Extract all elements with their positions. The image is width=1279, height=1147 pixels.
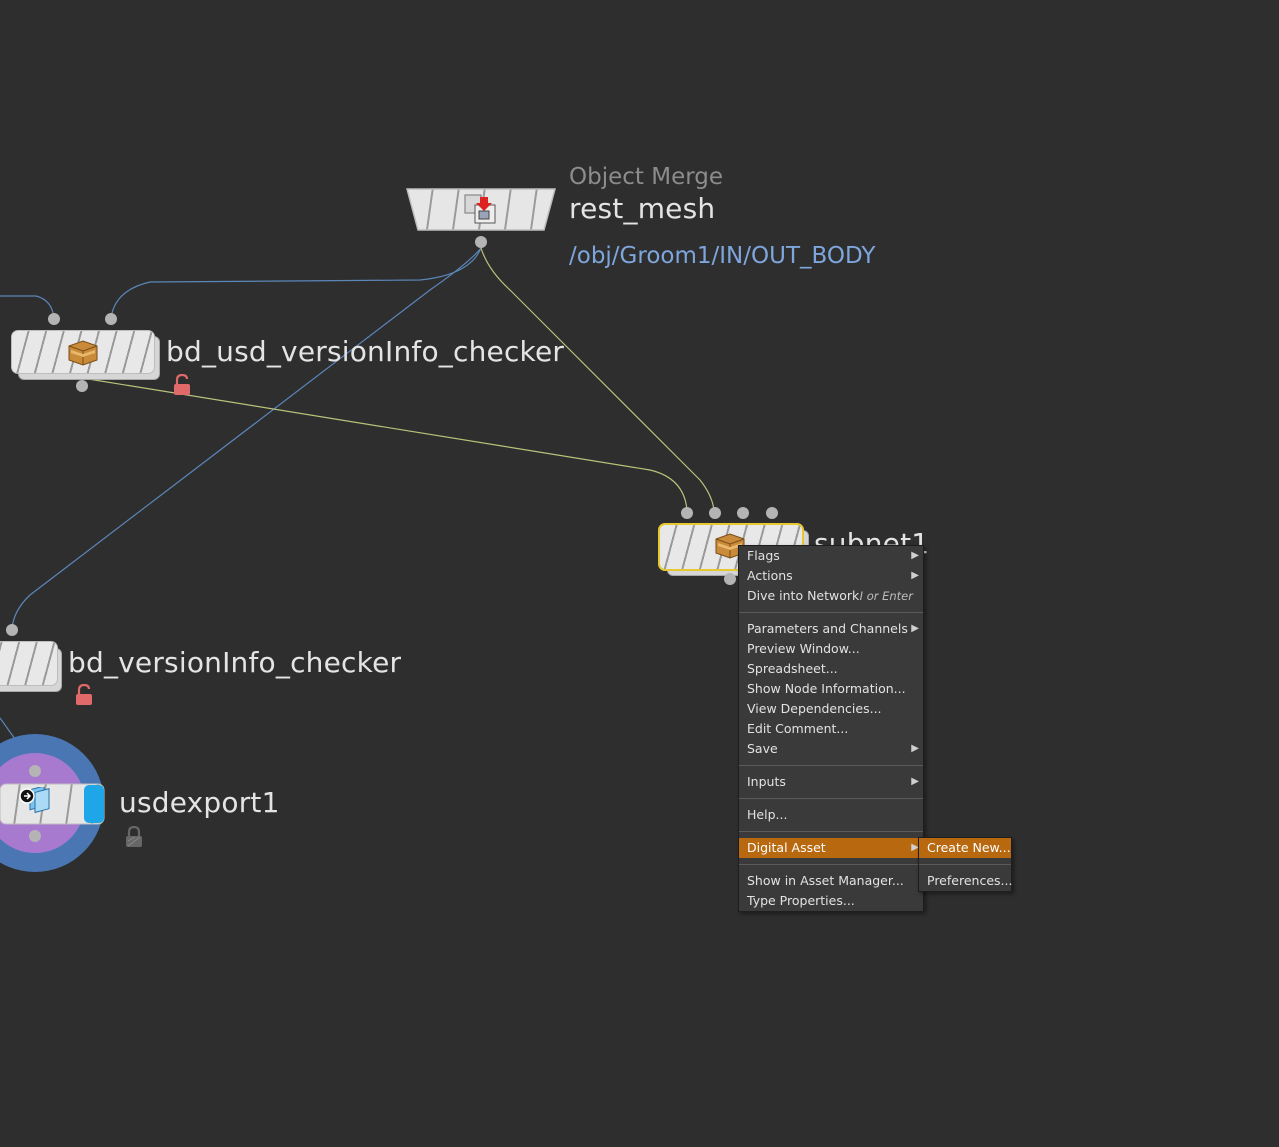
bd-usd-checker-name[interactable]: bd_usd_versionInfo_checker xyxy=(166,335,565,368)
object-merge-name[interactable]: rest_mesh xyxy=(569,192,716,225)
unlocked-icon[interactable] xyxy=(172,374,192,396)
bd-checker-name[interactable]: bd_versionInfo_checker xyxy=(68,646,402,679)
menu-separator xyxy=(919,864,1011,865)
usdexport-name[interactable]: usdexport1 xyxy=(119,786,280,819)
menu-item-label: Save xyxy=(747,741,778,756)
wire-bd-usd-checker-to-subnet xyxy=(81,377,688,511)
submenu-arrow-icon: ▶ xyxy=(911,743,919,754)
bd-checker-node-body[interactable] xyxy=(0,641,58,686)
menu-item-label: Create New... xyxy=(927,840,1011,855)
wire-object-merge-to-subnet xyxy=(480,247,715,511)
menu-item-label: Show in Asset Manager... xyxy=(747,873,904,888)
subnet-input-port-3[interactable] xyxy=(737,507,749,519)
bd-checker-input-port[interactable] xyxy=(6,624,18,636)
submenu-arrow-icon: ▶ xyxy=(911,776,919,787)
bd-usd-checker-output-port[interactable] xyxy=(76,380,88,392)
menu-item-label: Flags xyxy=(747,548,780,563)
menu-item-help[interactable]: Help... xyxy=(739,805,923,825)
menu-item-preferences[interactable]: Preferences... xyxy=(919,871,1013,891)
object-merge-path: /obj/Groom1/IN/OUT_BODY xyxy=(569,243,876,269)
menu-item-label: Type Properties... xyxy=(747,893,855,908)
menu-item-actions[interactable]: Actions ▶ xyxy=(739,566,923,586)
wire-offscreen-to-bd-usd-checker xyxy=(0,295,55,319)
menu-item-inputs[interactable]: Inputs ▶ xyxy=(739,772,923,792)
menu-item-label: Preview Window... xyxy=(747,641,860,656)
menu-item-label: Inputs xyxy=(747,774,786,789)
menu-item-label: View Dependencies... xyxy=(747,701,882,716)
subnet-input-port-2[interactable] xyxy=(709,507,721,519)
menu-item-shortcut: I or Enter xyxy=(859,589,913,603)
submenu-arrow-icon: ▶ xyxy=(911,842,919,853)
menu-separator xyxy=(739,765,923,766)
menu-item-type-properties[interactable]: Type Properties... xyxy=(739,891,923,911)
subnet-input-port-4[interactable] xyxy=(766,507,778,519)
bd-usd-checker-input-port-2[interactable] xyxy=(105,313,117,325)
menu-item-show-node-information[interactable]: Show Node Information... xyxy=(739,679,923,699)
submenu-arrow-icon: ▶ xyxy=(911,550,919,561)
menu-separator xyxy=(739,864,923,865)
menu-separator xyxy=(739,831,923,832)
menu-item-label: Help... xyxy=(747,807,788,822)
locked-icon[interactable] xyxy=(124,826,144,848)
menu-item-label: Dive into Network xyxy=(747,588,860,603)
object-merge-icon xyxy=(464,194,496,224)
menu-item-parameters-and-channels[interactable]: Parameters and Channels▶ xyxy=(739,619,923,639)
wire-object-merge-to-bd-usd-checker xyxy=(110,247,482,319)
menu-item-save[interactable]: Save ▶ xyxy=(739,739,923,759)
menu-item-label: Parameters and Channels xyxy=(747,621,908,636)
usd-export-icon xyxy=(19,787,50,814)
submenu-arrow-icon: ▶ xyxy=(911,623,919,634)
digital-asset-box-icon xyxy=(68,340,98,366)
menu-item-digital-asset[interactable]: Digital Asset ▶ xyxy=(739,838,923,858)
digital-asset-submenu[interactable]: Create New... Preferences... xyxy=(918,837,1012,892)
object-merge-output-port[interactable] xyxy=(475,236,487,248)
menu-item-label: Preferences... xyxy=(927,873,1013,888)
submenu-arrow-icon: ▶ xyxy=(911,570,919,581)
menu-item-label: Spreadsheet... xyxy=(747,661,838,676)
menu-item-show-in-asset-manager[interactable]: Show in Asset Manager... xyxy=(739,871,923,891)
object-merge-type-label: Object Merge xyxy=(569,164,724,190)
menu-item-spreadsheet[interactable]: Spreadsheet... xyxy=(739,659,923,679)
menu-separator xyxy=(739,612,923,613)
menu-item-view-dependencies[interactable]: View Dependencies... xyxy=(739,699,923,719)
menu-item-preview-window[interactable]: Preview Window... xyxy=(739,639,923,659)
menu-item-create-new[interactable]: Create New... xyxy=(919,838,1011,858)
wire-object-merge-to-bd-version-checker xyxy=(11,247,482,629)
menu-item-flags[interactable]: Flags ▶ xyxy=(739,546,923,566)
subnet-output-port[interactable] xyxy=(724,573,736,585)
menu-item-label: Actions xyxy=(747,568,793,583)
unlocked-icon[interactable] xyxy=(74,684,94,706)
menu-item-edit-comment[interactable]: Edit Comment... xyxy=(739,719,923,739)
menu-item-label: Show Node Information... xyxy=(747,681,906,696)
bd-usd-checker-input-port-1[interactable] xyxy=(48,313,60,325)
subnet-input-port-1[interactable] xyxy=(681,507,693,519)
menu-item-label: Edit Comment... xyxy=(747,721,849,736)
menu-separator xyxy=(739,798,923,799)
subnet-box-icon xyxy=(715,533,745,559)
menu-item-label: Digital Asset xyxy=(747,840,826,855)
usdexport-node-body[interactable] xyxy=(0,733,110,875)
